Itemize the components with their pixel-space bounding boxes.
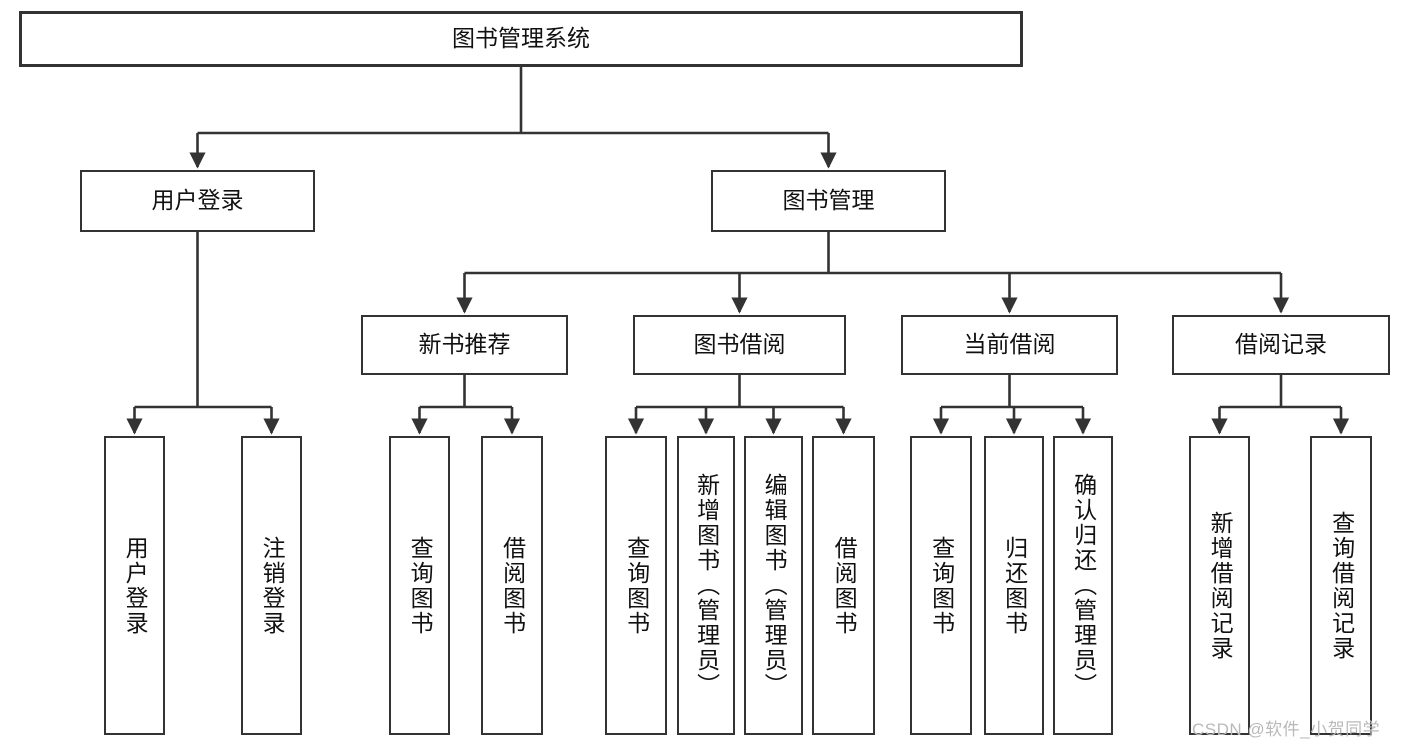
node-label: 确认归还（管理员） [1070,473,1097,698]
node-label: 查询图书 [623,535,650,636]
node-label: 借阅图书 [499,535,526,636]
node-root-system[interactable]: 图书管理系统 [19,11,1023,67]
node-level2-1[interactable]: 图书借阅 [633,315,846,375]
node-label: 注销登录 [259,535,286,636]
node-level2-3[interactable]: 借阅记录 [1172,315,1390,375]
node-level2-2[interactable]: 当前借阅 [901,315,1118,375]
node-label: 图书管理 [782,187,875,214]
node-level1-0[interactable]: 用户登录 [80,170,315,232]
node-level1-1[interactable]: 图书管理 [711,170,946,232]
node-leaf-3[interactable]: 借阅图书 [481,436,543,735]
node-leaf-9[interactable]: 归还图书 [984,436,1044,735]
node-label: 新增图书（管理员） [693,473,720,698]
node-label: 用户登录 [151,187,244,214]
node-label: 图书管理系统 [452,25,590,52]
node-label: 新增借阅记录 [1207,510,1234,661]
node-label: 当前借阅 [963,331,1056,358]
node-leaf-4[interactable]: 查询图书 [605,436,667,735]
node-label: 借阅记录 [1235,331,1327,358]
node-leaf-8[interactable]: 查询图书 [910,436,972,735]
node-leaf-7[interactable]: 借阅图书 [812,436,875,735]
node-label: 借阅图书 [831,535,858,636]
node-label: 新书推荐 [418,331,511,358]
node-label: 图书借阅 [693,331,786,358]
node-leaf-12[interactable]: 查询借阅记录 [1310,436,1372,735]
node-label: 编辑图书（管理员） [761,473,788,698]
node-leaf-6[interactable]: 编辑图书（管理员） [744,436,803,735]
node-leaf-0[interactable]: 用户登录 [104,436,165,735]
node-label: 查询图书 [407,535,434,636]
node-level2-0[interactable]: 新书推荐 [361,315,568,375]
csdn-watermark: CSDN @软件_小贺同学 [1192,720,1381,739]
node-label: 归还图书 [1001,535,1028,636]
node-label: 查询图书 [928,535,955,636]
node-leaf-2[interactable]: 查询图书 [389,436,450,735]
node-leaf-5[interactable]: 新增图书（管理员） [677,436,735,735]
node-leaf-10[interactable]: 确认归还（管理员） [1053,436,1113,735]
node-label: 用户登录 [122,535,149,636]
node-leaf-1[interactable]: 注销登录 [241,436,302,735]
node-label: 查询借阅记录 [1328,510,1355,661]
node-leaf-11[interactable]: 新增借阅记录 [1189,436,1250,735]
